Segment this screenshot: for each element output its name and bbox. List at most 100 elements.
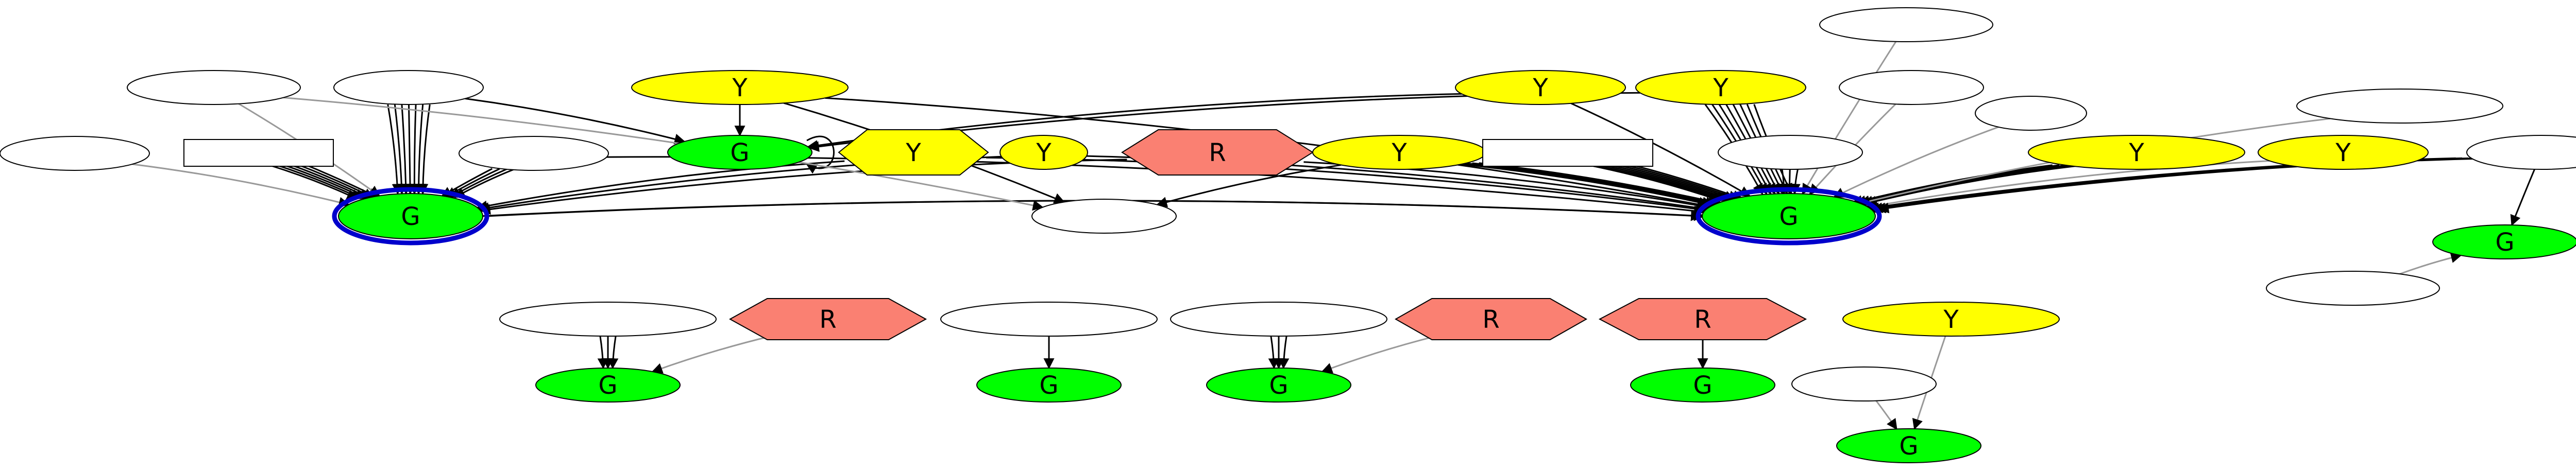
edge-path <box>1587 164 1720 202</box>
node-shape <box>459 136 609 171</box>
node-hubL[interactable]: G <box>332 187 489 246</box>
node-y4[interactable]: Y <box>1455 70 1626 105</box>
node-e5[interactable] <box>1031 199 1177 234</box>
edge-path <box>417 104 431 195</box>
edge-path <box>1866 164 2080 207</box>
node-label: G <box>2495 228 2514 257</box>
node-e11[interactable] <box>2466 135 2576 170</box>
node-g1[interactable]: G <box>667 135 812 170</box>
node-shape <box>667 135 812 170</box>
node-shape <box>1718 135 1863 170</box>
node-shape <box>2258 135 2429 170</box>
node-hubR[interactable]: G <box>1696 187 1882 246</box>
edge-path <box>1862 164 2074 206</box>
edge-path <box>1851 164 2053 206</box>
highlight-ring <box>1696 187 1882 246</box>
node-y2[interactable]: Y <box>999 135 1088 170</box>
edge-path <box>2399 252 2462 275</box>
node-shape <box>1975 96 2087 131</box>
node-shape <box>183 139 334 167</box>
node-label: G <box>401 202 420 231</box>
node-label: G <box>1269 371 1288 400</box>
node-shape <box>1791 366 1937 401</box>
edge-path <box>2510 169 2535 226</box>
node-g2[interactable]: G <box>2432 224 2576 259</box>
node-e7[interactable] <box>1839 70 1984 105</box>
node-e1[interactable] <box>0 136 150 171</box>
edge-path <box>1833 126 1999 198</box>
edge-path <box>651 335 772 374</box>
node-e12[interactable] <box>2266 271 2440 306</box>
edge-path <box>449 168 507 198</box>
edge-path <box>1268 336 1279 370</box>
node-y3[interactable]: Y <box>1312 135 1486 170</box>
node-shape <box>535 368 681 403</box>
node-shape <box>338 193 483 239</box>
edge-e6-hubR <box>1802 41 1897 195</box>
node-e4[interactable] <box>459 136 609 171</box>
node-shape <box>1598 298 1807 340</box>
node-g6[interactable]: G <box>1630 368 1775 403</box>
node-e2[interactable] <box>127 70 301 105</box>
node-e10[interactable] <box>2296 89 2503 124</box>
edge-e1-hubL <box>132 163 350 208</box>
edge-path <box>394 104 407 195</box>
edge-hr2-g3 <box>651 335 772 374</box>
node-shape <box>976 368 1122 403</box>
edge-path <box>1608 164 1732 202</box>
node-shape <box>1206 368 1351 403</box>
node-hr2[interactable]: R <box>728 298 927 340</box>
node-e8[interactable] <box>1975 96 2087 131</box>
node-y8[interactable]: Y <box>1842 302 2060 337</box>
node-g4[interactable]: G <box>976 368 1122 403</box>
node-r2[interactable] <box>1482 139 1653 167</box>
node-label: G <box>1899 432 1918 461</box>
node-shape <box>1635 70 1806 105</box>
node-shape <box>1819 7 1993 42</box>
node-g3[interactable]: G <box>535 368 681 403</box>
edge-hr3-g5 <box>1321 335 1437 373</box>
node-e15[interactable] <box>1170 302 1387 337</box>
edge-path <box>1452 163 1710 208</box>
node-shape <box>1031 199 1177 234</box>
node-hr1[interactable]: R <box>1121 129 1314 176</box>
node-y5[interactable]: Y <box>1635 70 1806 105</box>
edge-path <box>1622 164 1740 201</box>
node-shape <box>999 135 1088 170</box>
node-label: G <box>1039 371 1058 400</box>
edge-e15-g5 <box>1268 336 1290 370</box>
node-g5[interactable]: G <box>1206 368 1351 403</box>
edge-r1-hubL <box>269 164 379 200</box>
node-y7[interactable]: Y <box>2258 135 2429 170</box>
node-r1[interactable] <box>183 139 334 167</box>
node-e13[interactable] <box>499 302 717 337</box>
edge-y4-hubR <box>1570 102 1751 197</box>
edge-e16-g7 <box>1875 400 1897 430</box>
node-y6[interactable]: Y <box>2028 135 2245 170</box>
node-shape <box>728 298 927 340</box>
node-label: G <box>598 371 617 400</box>
node-e6[interactable] <box>1819 7 1993 42</box>
node-hr4[interactable]: R <box>1598 298 1807 340</box>
node-label: G <box>1779 202 1798 231</box>
edge-path <box>597 336 608 370</box>
node-e3[interactable] <box>333 70 484 105</box>
edge-path <box>277 164 362 200</box>
node-shape <box>1482 139 1653 167</box>
node-e9[interactable] <box>1718 135 1863 170</box>
node-g7[interactable]: G <box>1836 428 1981 463</box>
node-y1[interactable]: Y <box>631 70 849 105</box>
node-e16[interactable] <box>1791 366 1937 401</box>
node-hy1[interactable]: Y <box>838 129 989 176</box>
node-e14[interactable] <box>940 302 1158 337</box>
edge-y3-e5 <box>1156 164 1342 207</box>
node-hr3[interactable]: R <box>1394 298 1588 340</box>
edge-path <box>404 104 416 195</box>
node-label: Y <box>2128 138 2144 167</box>
edge-path <box>1465 162 1717 207</box>
edge-path <box>1594 164 1724 202</box>
node-shape <box>333 70 484 105</box>
edge-e11-g2 <box>2510 169 2535 226</box>
node-shape <box>0 136 150 171</box>
node-label: Y <box>1532 74 1548 102</box>
